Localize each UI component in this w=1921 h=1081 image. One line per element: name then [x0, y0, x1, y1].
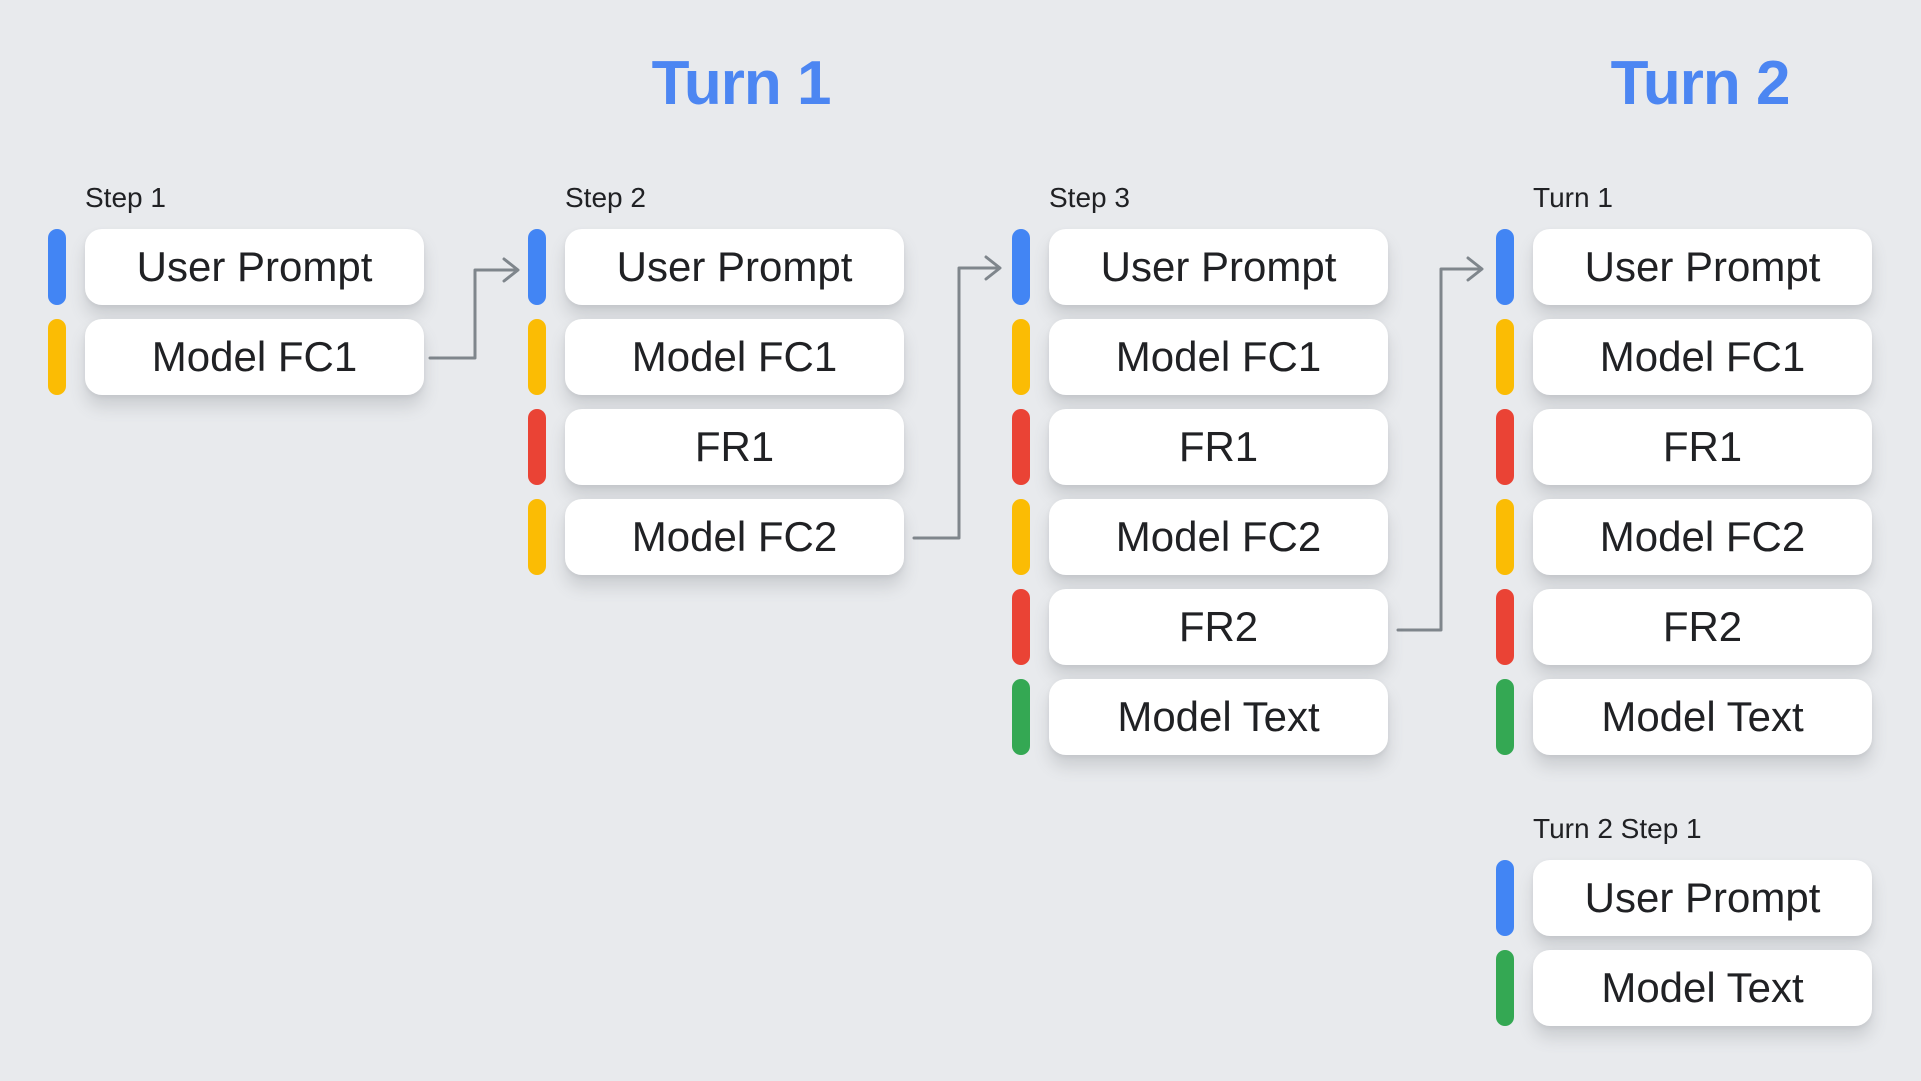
arrow-step3-to-turn1: [1396, 256, 1484, 632]
block-label: Model FC2: [1533, 499, 1872, 575]
column-step3: Step 3 User Prompt Model FC1 FR1 Model F…: [1012, 180, 1388, 769]
block-model-text: Model Text: [1012, 679, 1388, 755]
block-label: User Prompt: [85, 229, 424, 305]
block-label: FR2: [1533, 589, 1872, 665]
block-model-text: Model Text: [1496, 679, 1872, 755]
block-user-prompt: User Prompt: [48, 229, 424, 305]
column-label: Step 1: [85, 182, 166, 213]
column-label: Turn 2 Step 1: [1533, 813, 1702, 844]
block-label: User Prompt: [1533, 229, 1872, 305]
user-prompt-color-bar: [1012, 229, 1030, 305]
arrow-step1-to-step2: [428, 257, 520, 360]
block-label: Model FC1: [1049, 319, 1388, 395]
model-fc-color-bar: [528, 499, 546, 575]
user-prompt-color-bar: [1496, 860, 1514, 936]
block-user-prompt: User Prompt: [1496, 229, 1872, 305]
block-label: Model Text: [1049, 679, 1388, 755]
block-model-fc1: Model FC1: [1496, 319, 1872, 395]
block-fr1: FR1: [528, 409, 904, 485]
model-fc-color-bar: [1496, 499, 1514, 575]
block-model-fc1: Model FC1: [48, 319, 424, 395]
model-text-color-bar: [1496, 679, 1514, 755]
block-label: User Prompt: [1533, 860, 1872, 936]
block-label: Model FC1: [565, 319, 904, 395]
column-turn1-history: Turn 1 User Prompt Model FC1 FR1 Model F…: [1496, 180, 1872, 769]
model-fc-color-bar: [1012, 319, 1030, 395]
model-text-color-bar: [1012, 679, 1030, 755]
block-fr2: FR2: [1012, 589, 1388, 665]
function-response-color-bar: [1012, 409, 1030, 485]
column-step1: Step 1 User Prompt Model FC1: [48, 180, 424, 409]
block-user-prompt: User Prompt: [528, 229, 904, 305]
turn2-title: Turn 2: [1610, 49, 1791, 118]
column-label: Turn 1: [1533, 182, 1613, 213]
block-model-text: Model Text: [1496, 950, 1872, 1026]
model-fc-color-bar: [528, 319, 546, 395]
block-label: User Prompt: [1049, 229, 1388, 305]
block-fr1: FR1: [1496, 409, 1872, 485]
function-response-color-bar: [1012, 589, 1030, 665]
function-response-color-bar: [1496, 409, 1514, 485]
column-label: Step 2: [565, 182, 646, 213]
block-label: FR2: [1049, 589, 1388, 665]
function-response-color-bar: [528, 409, 546, 485]
block-label: User Prompt: [565, 229, 904, 305]
block-user-prompt: User Prompt: [1496, 860, 1872, 936]
column-step2: Step 2 User Prompt Model FC1 FR1 Model F…: [528, 180, 904, 589]
user-prompt-color-bar: [1496, 229, 1514, 305]
block-model-fc2: Model FC2: [1012, 499, 1388, 575]
column-turn2-step1: Turn 2 Step 1 User Prompt Model Text: [1496, 811, 1872, 1040]
block-model-fc1: Model FC1: [528, 319, 904, 395]
block-label: Model FC2: [565, 499, 904, 575]
block-label: FR1: [565, 409, 904, 485]
model-fc-color-bar: [48, 319, 66, 395]
block-user-prompt: User Prompt: [1012, 229, 1388, 305]
arrow-step2-to-step3: [912, 255, 1002, 540]
block-label: Model FC2: [1049, 499, 1388, 575]
model-fc-color-bar: [1496, 319, 1514, 395]
block-label: FR1: [1533, 409, 1872, 485]
block-label: Model Text: [1533, 679, 1872, 755]
block-model-fc2: Model FC2: [1496, 499, 1872, 575]
block-label: Model FC1: [85, 319, 424, 395]
block-model-fc2: Model FC2: [528, 499, 904, 575]
block-label: Model FC1: [1533, 319, 1872, 395]
block-fr2: FR2: [1496, 589, 1872, 665]
turn1-title: Turn 1: [651, 49, 832, 118]
column-label: Step 3: [1049, 182, 1130, 213]
user-prompt-color-bar: [528, 229, 546, 305]
model-fc-color-bar: [1012, 499, 1030, 575]
user-prompt-color-bar: [48, 229, 66, 305]
block-fr1: FR1: [1012, 409, 1388, 485]
block-label: Model Text: [1533, 950, 1872, 1026]
function-response-color-bar: [1496, 589, 1514, 665]
model-text-color-bar: [1496, 950, 1514, 1026]
block-model-fc1: Model FC1: [1012, 319, 1388, 395]
block-label: FR1: [1049, 409, 1388, 485]
